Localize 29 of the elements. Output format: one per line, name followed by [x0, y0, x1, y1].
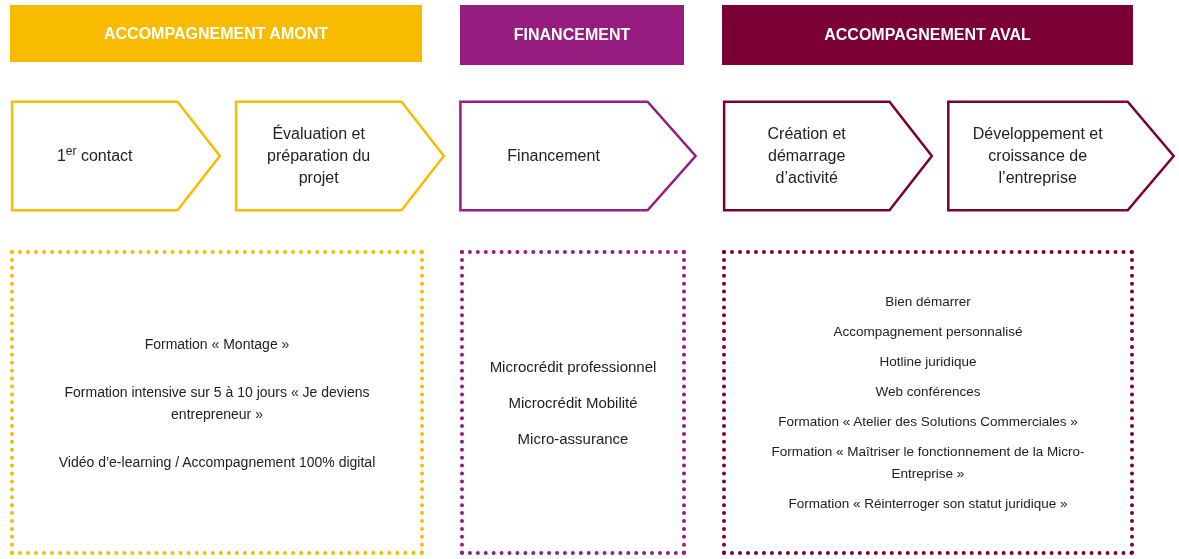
service-item: Web conférences [875, 382, 981, 401]
header-band: ACCOMPAGNEMENT AMONT [10, 5, 422, 62]
dotted-box [10, 250, 424, 555]
chevron-step [234, 100, 446, 212]
service-item: Accompagnement personnalisé [833, 322, 1023, 341]
service-item: Bien démarrer [885, 292, 971, 311]
service-item: Formation intensive sur 5 à 10 jours « Je deviens entrepreneur » [63, 382, 371, 424]
step-label: Création et démarrage d’activité [766, 124, 847, 188]
step-label: Développement et croissance de l’entreprise [971, 124, 1104, 188]
chevron-step [10, 100, 222, 212]
service-item: Microcrédit Mobilité [508, 392, 638, 413]
chevron-step [946, 100, 1176, 212]
dotted-box [722, 250, 1134, 555]
chevron-step [458, 100, 698, 212]
dotted-box [460, 250, 686, 555]
service-item: Vidéo d’e-learning / Accompagnement 100% digital [58, 452, 376, 472]
chevron-step [722, 100, 934, 212]
service-item: Microcrédit professionnel [489, 356, 657, 377]
header-band: FINANCEMENT [460, 5, 684, 65]
service-item: Formation « Montage » [144, 334, 290, 354]
header-band: ACCOMPAGNEMENT AVAL [722, 5, 1133, 65]
service-item: Formation « Réinterroger son statut juridique » [788, 494, 1068, 513]
step-label: 1$^{er}$ contact [56, 145, 133, 166]
service-item: Formation « Atelier des Solutions Commerciales » [778, 412, 1078, 431]
step-label: Évaluation et préparation du projet [266, 123, 372, 188]
step-label: Financement [507, 146, 600, 166]
service-item: Hotline juridique [879, 352, 977, 371]
service-item: Micro-assurance [517, 428, 629, 449]
service-item: Formation « Maîtriser le fonctionnement de la Micro-Entreprise » [770, 442, 1086, 483]
